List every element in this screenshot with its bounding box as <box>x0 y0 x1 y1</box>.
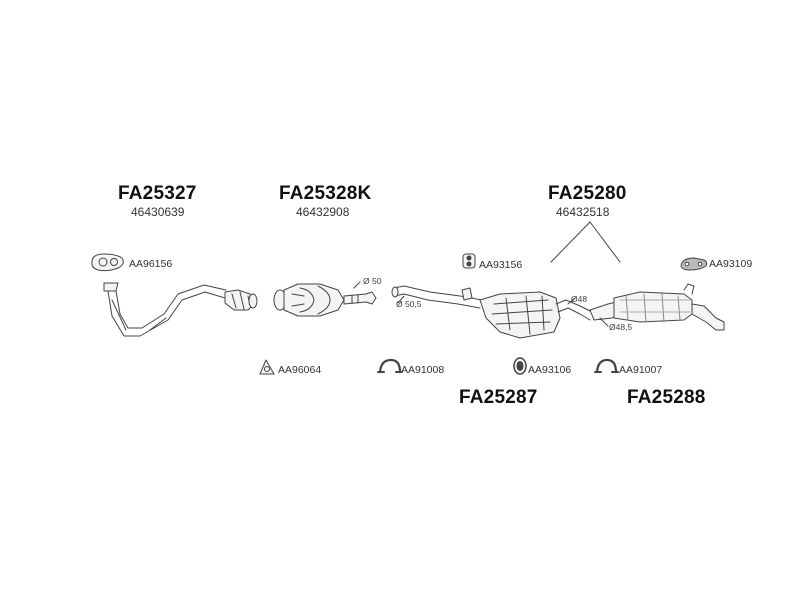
dimension-leader-50-5 <box>397 295 405 304</box>
lower-code-fa25287: FA25287 <box>459 387 538 408</box>
dimension-label-48: Ø48 <box>571 294 588 304</box>
group-code-fa25327: FA25327 <box>118 183 197 204</box>
dimension-leader-50 <box>353 281 361 289</box>
rubber-hanger-aa93106-icon <box>513 357 527 375</box>
dimension-leader-48-5 <box>599 317 609 327</box>
part-label-aa91007: AA91007 <box>619 364 663 376</box>
group-code-fa25280: FA25280 <box>548 183 627 204</box>
part-label-aa96064: AA96064 <box>278 364 322 376</box>
lower-code-fa25288: FA25288 <box>627 387 706 408</box>
gasket-aa96156-icon <box>91 253 124 272</box>
dimension-label-50-5: Ø 50,5 <box>396 299 422 309</box>
part-label-aa91008: AA91008 <box>401 364 445 376</box>
part-label-aa93156: AA93156 <box>479 259 523 271</box>
rubber-hanger-aa93156-icon <box>462 253 476 269</box>
part-label-aa93106: AA93106 <box>528 364 572 376</box>
hanger-aa93109-icon <box>680 257 708 271</box>
middle-silencer-fa25287 <box>391 285 593 339</box>
group-number-46432518: 46432518 <box>556 205 610 219</box>
clamp-aa91007-icon <box>594 358 619 374</box>
catalytic-converter-fa25328k <box>273 283 377 317</box>
group-number-46430639: 46430639 <box>131 205 185 219</box>
group-code-fa25328k: FA25328K <box>279 183 372 204</box>
group-number-46432908: 46432908 <box>296 205 350 219</box>
front-pipe-fa25327 <box>103 282 258 337</box>
bracket-line-right <box>589 221 621 263</box>
dimension-label-48-5: Ø48,5 <box>609 322 633 332</box>
gasket-aa96064-icon <box>259 359 275 375</box>
part-label-aa93109: AA93109 <box>709 258 753 270</box>
dimension-leader-48 <box>567 297 576 305</box>
bracket-line-left <box>550 221 591 263</box>
rear-silencer-fa25288 <box>589 283 725 331</box>
dimension-label-50: Ø 50 <box>363 276 382 286</box>
part-label-aa96156: AA96156 <box>129 258 173 270</box>
clamp-aa91008-icon <box>377 358 403 374</box>
